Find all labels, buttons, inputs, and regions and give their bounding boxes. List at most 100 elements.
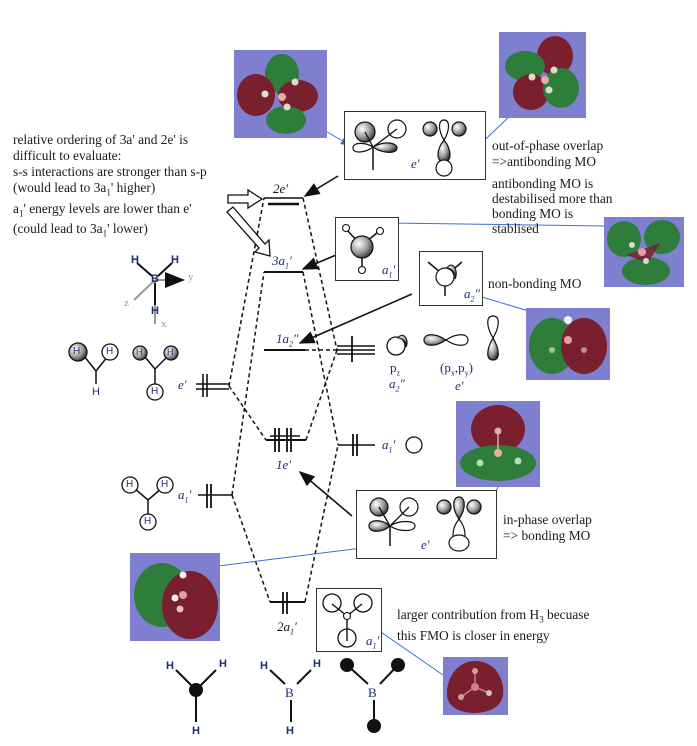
atom-h: H [192,725,200,737]
h3-a1-orbital [121,476,174,531]
h3-fragment-molecule [175,669,217,722]
b-pz-label: pz [390,360,401,378]
antibonding-line-1: antibonding MO is [492,176,594,191]
b-py-orbital [487,315,499,361]
larger-contribution-note: larger contribution from H3 becuase this… [397,607,589,644]
mo-render-2e-bonding [130,553,220,641]
ordering-note: relative ordering of 3a' and 2e' is diff… [13,132,207,242]
bh3-molecule [269,669,312,722]
atom-h: H [167,347,174,357]
atom-h: H [136,347,143,357]
label-1a2: 1a2″ [276,331,299,349]
atom-h: H [171,254,179,266]
arrow-box-to-1e [298,470,353,517]
level-1e [266,428,306,452]
mo-render-3a1 [604,217,684,287]
bonding-e-orbital-1 [368,497,419,546]
box-a2-label: a2″ [464,286,480,304]
in-phase-note: in-phase overlap => bonding MO [503,512,592,544]
antibonding-line-3: bonding MO is [492,206,574,221]
out-of-phase-line-2: =>antibonding MO [492,154,596,169]
box-a2: a2″ [419,251,483,306]
atom-h: H [144,516,152,527]
antibonding-e-orbital-2 [422,119,467,177]
atom-h: H [151,305,159,317]
arrow-box-to-3a1 [301,254,337,270]
larger-contribution-line-2: this FMO is closer in energy [397,627,550,643]
box-bonding-e: e′ [356,490,497,559]
axis-y-label: y [188,271,194,283]
ordering-note-line-5: a1' energy levels are lower than e' [13,200,192,219]
b-px-orbital [423,334,469,346]
level-2a1 [270,592,305,614]
atom-h: H [161,479,169,490]
ordering-note-line-3: s-s interactions are stronger than s-p [13,164,207,179]
h3-e-level [196,374,229,397]
atom-h: H [260,660,268,672]
atom-h: H [219,658,227,670]
b-pz-orbital [386,334,408,356]
ordering-note-line-6: (could lead to 3a1' lower) [13,221,148,240]
atom-h: H [73,346,81,357]
label-3a1: 3a1′ [272,253,292,271]
label-2a1: 2a1′ [277,619,297,637]
mo-render-2a1 [443,657,508,715]
box-a1-bottom-label: a1′ [366,633,380,651]
ordering-note-line-1: relative ordering of 3a' and 2e' is [13,132,189,147]
b-s-label: a1′ [382,437,396,455]
atom-h: H [151,386,159,397]
ordering-note-line-2: difficult to evaluate: [13,148,122,163]
h3-e-orbital-2 [132,345,179,401]
atom-b: B [368,685,377,700]
arrow-box-to-1a2 [298,293,413,344]
b-pxy-symmetry: e′ [455,378,464,393]
hollow-arrow-to-2e [227,188,264,210]
box-bonding-e-label: e′ [421,537,430,552]
mo-render-1e [456,401,540,487]
axis-x-label: x [161,318,167,330]
antibonding-e-orbital-1 [352,119,407,170]
h3-a1-label: a1′ [178,487,192,505]
atom-h: H [106,346,114,357]
label-2e: 2e′ [273,181,289,196]
box-a1-top: a1′ [335,217,399,281]
h3-a1-level [198,484,232,508]
atom-h: H [313,658,321,670]
atom-h: H [92,386,100,398]
atom-b: B [151,273,159,285]
box-antibonding-e: e′ [344,111,486,180]
non-bonding-note: non-bonding MO [488,276,582,291]
h3-e-label: e′ [178,377,187,392]
b-pz-symmetry: a2″ [389,376,405,394]
antibonding-note: antibonding MO is destabilised more than… [492,176,612,236]
level-2e [264,197,303,206]
arrow-box-to-2e [303,175,339,197]
antibonding-line-2: destabilised more than [492,191,613,206]
box-a1-bottom: a1′ [316,588,382,652]
bonding-e-orbital-2 [436,496,482,552]
ordering-note-line-4: (would lead to 3a1' higher) [13,180,156,198]
antibonding-line-4: stablised [492,221,539,236]
mo-render-1a2 [526,308,610,380]
mo-render-2e-a [234,50,327,138]
out-of-phase-line-1: out-of-phase overlap [492,138,604,153]
larger-contribution-line-1: larger contribution from H3 becuase [397,607,590,625]
atom-h: H [286,725,294,737]
b-ligand-molecule [340,658,405,733]
box-antibonding-e-label: e′ [411,156,420,171]
label-1e: 1e′ [276,457,292,472]
out-of-phase-note: out-of-phase overlap =>antibonding MO [492,138,603,170]
correlation-lines [228,197,339,603]
b-s-orbital [405,436,423,454]
axis-system [133,262,185,324]
b-p-levels [337,336,375,362]
b-pxy-label: (px,py) [440,360,473,378]
hollow-arrow-to-3a1 [226,206,271,257]
in-phase-line-1: in-phase overlap [503,512,592,527]
mo-render-2e-b [499,32,586,118]
axis-z-label: z [124,297,129,309]
atom-h: H [131,254,139,266]
in-phase-line-2: => bonding MO [503,528,591,543]
atom-h: H [126,479,134,490]
